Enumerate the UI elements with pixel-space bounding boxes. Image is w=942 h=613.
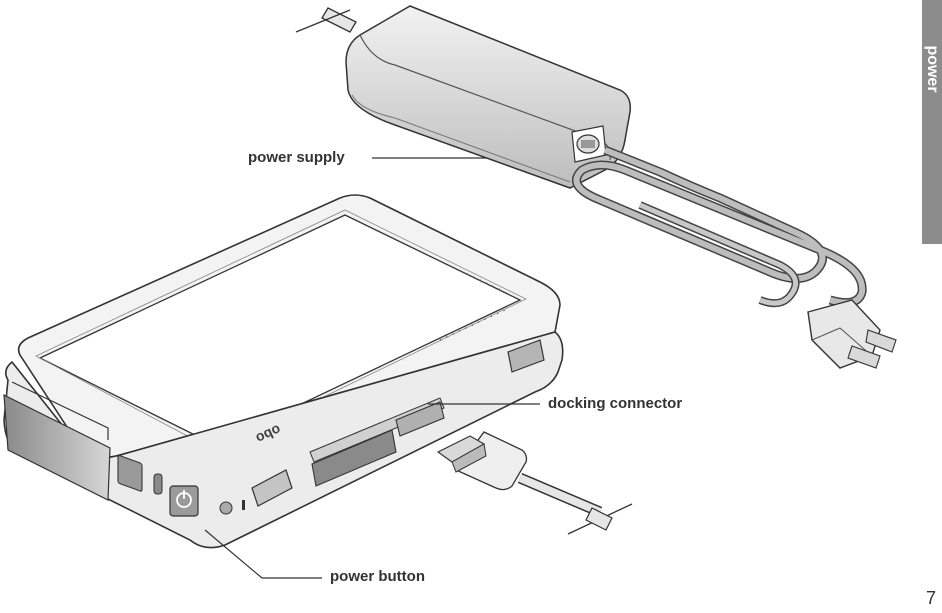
power-supply-label: power supply [248, 149, 345, 166]
power-button-label: power button [330, 568, 425, 585]
docking-connector-label: docking connector [548, 395, 682, 412]
section-tab: power [922, 0, 942, 244]
section-tab-label: power [923, 23, 941, 115]
page-number: 7 [926, 588, 936, 609]
oqo-device: oqo [4, 195, 563, 548]
docking-cable [438, 432, 632, 534]
